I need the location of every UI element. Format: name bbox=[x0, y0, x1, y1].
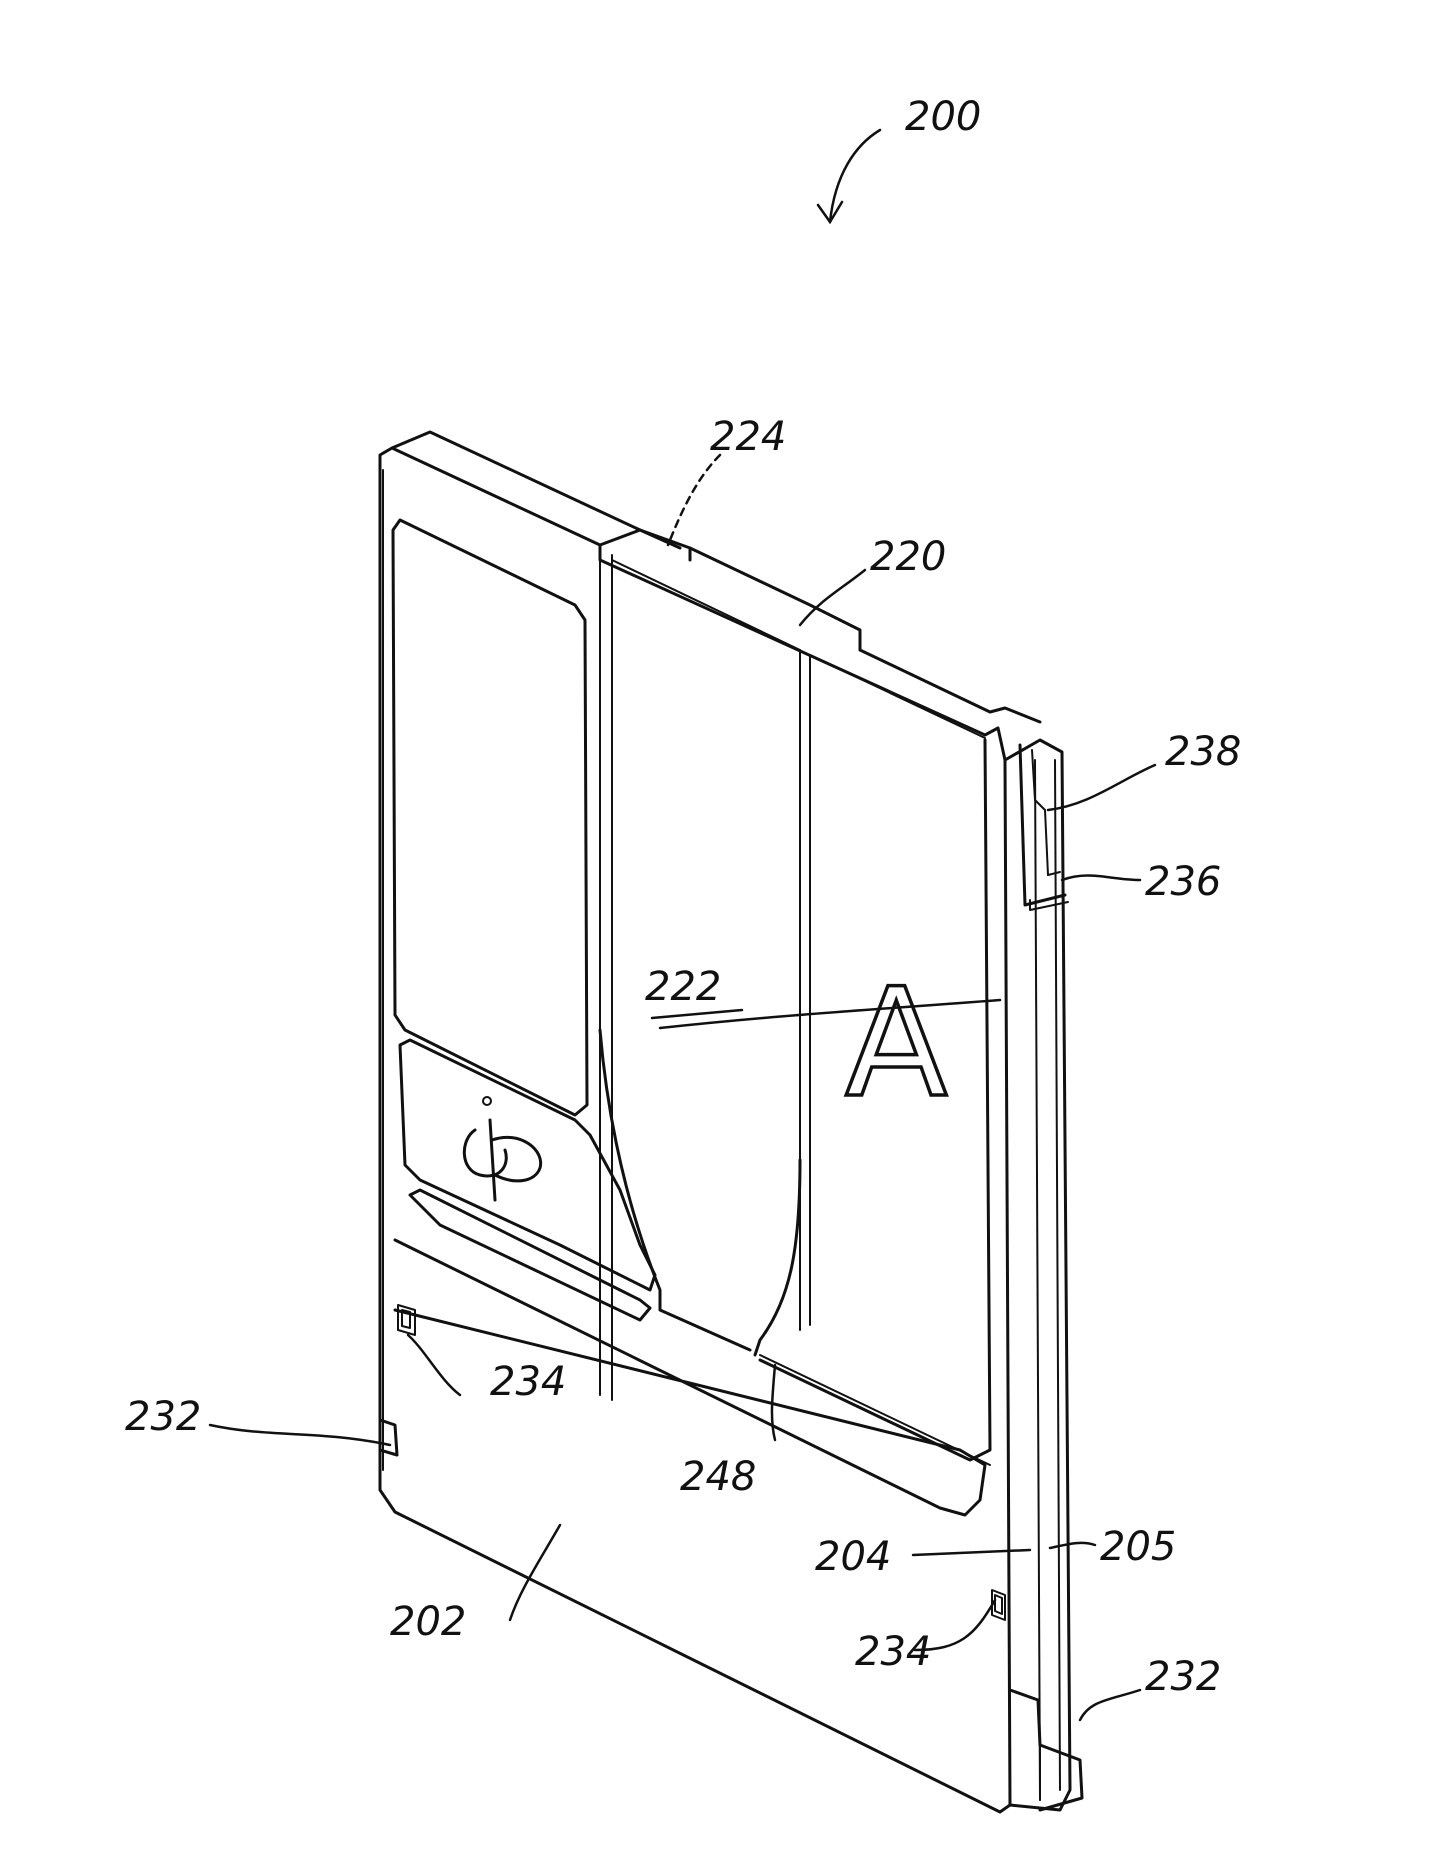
ref-label-232-left: 232 bbox=[125, 1394, 201, 1440]
leader-lines bbox=[210, 455, 1155, 1720]
ref-label-222: 222 bbox=[645, 964, 721, 1010]
cartridge-body bbox=[380, 432, 1082, 1812]
ref-label-220: 220 bbox=[870, 534, 946, 580]
ref-label-234-left: 234 bbox=[490, 1359, 566, 1405]
overall-ref-arrow bbox=[818, 130, 880, 222]
ref-label-238: 238 bbox=[1165, 729, 1241, 775]
ref-label-232-right: 232 bbox=[1145, 1654, 1221, 1700]
panel-letter-a: A bbox=[845, 957, 948, 1131]
ref-label-204: 204 bbox=[815, 1534, 891, 1580]
ref-label-205: 205 bbox=[1100, 1524, 1176, 1570]
ref-label-236: 236 bbox=[1145, 859, 1221, 905]
ref-222-underline bbox=[652, 1010, 742, 1018]
ref-label-224: 224 bbox=[710, 414, 786, 460]
ref-label-248: 248 bbox=[680, 1454, 756, 1500]
ref-label-202: 202 bbox=[390, 1599, 466, 1645]
ref-label-200: 200 bbox=[905, 94, 981, 140]
ref-label-234-right: 234 bbox=[855, 1629, 931, 1675]
logo-mark bbox=[464, 1097, 540, 1200]
